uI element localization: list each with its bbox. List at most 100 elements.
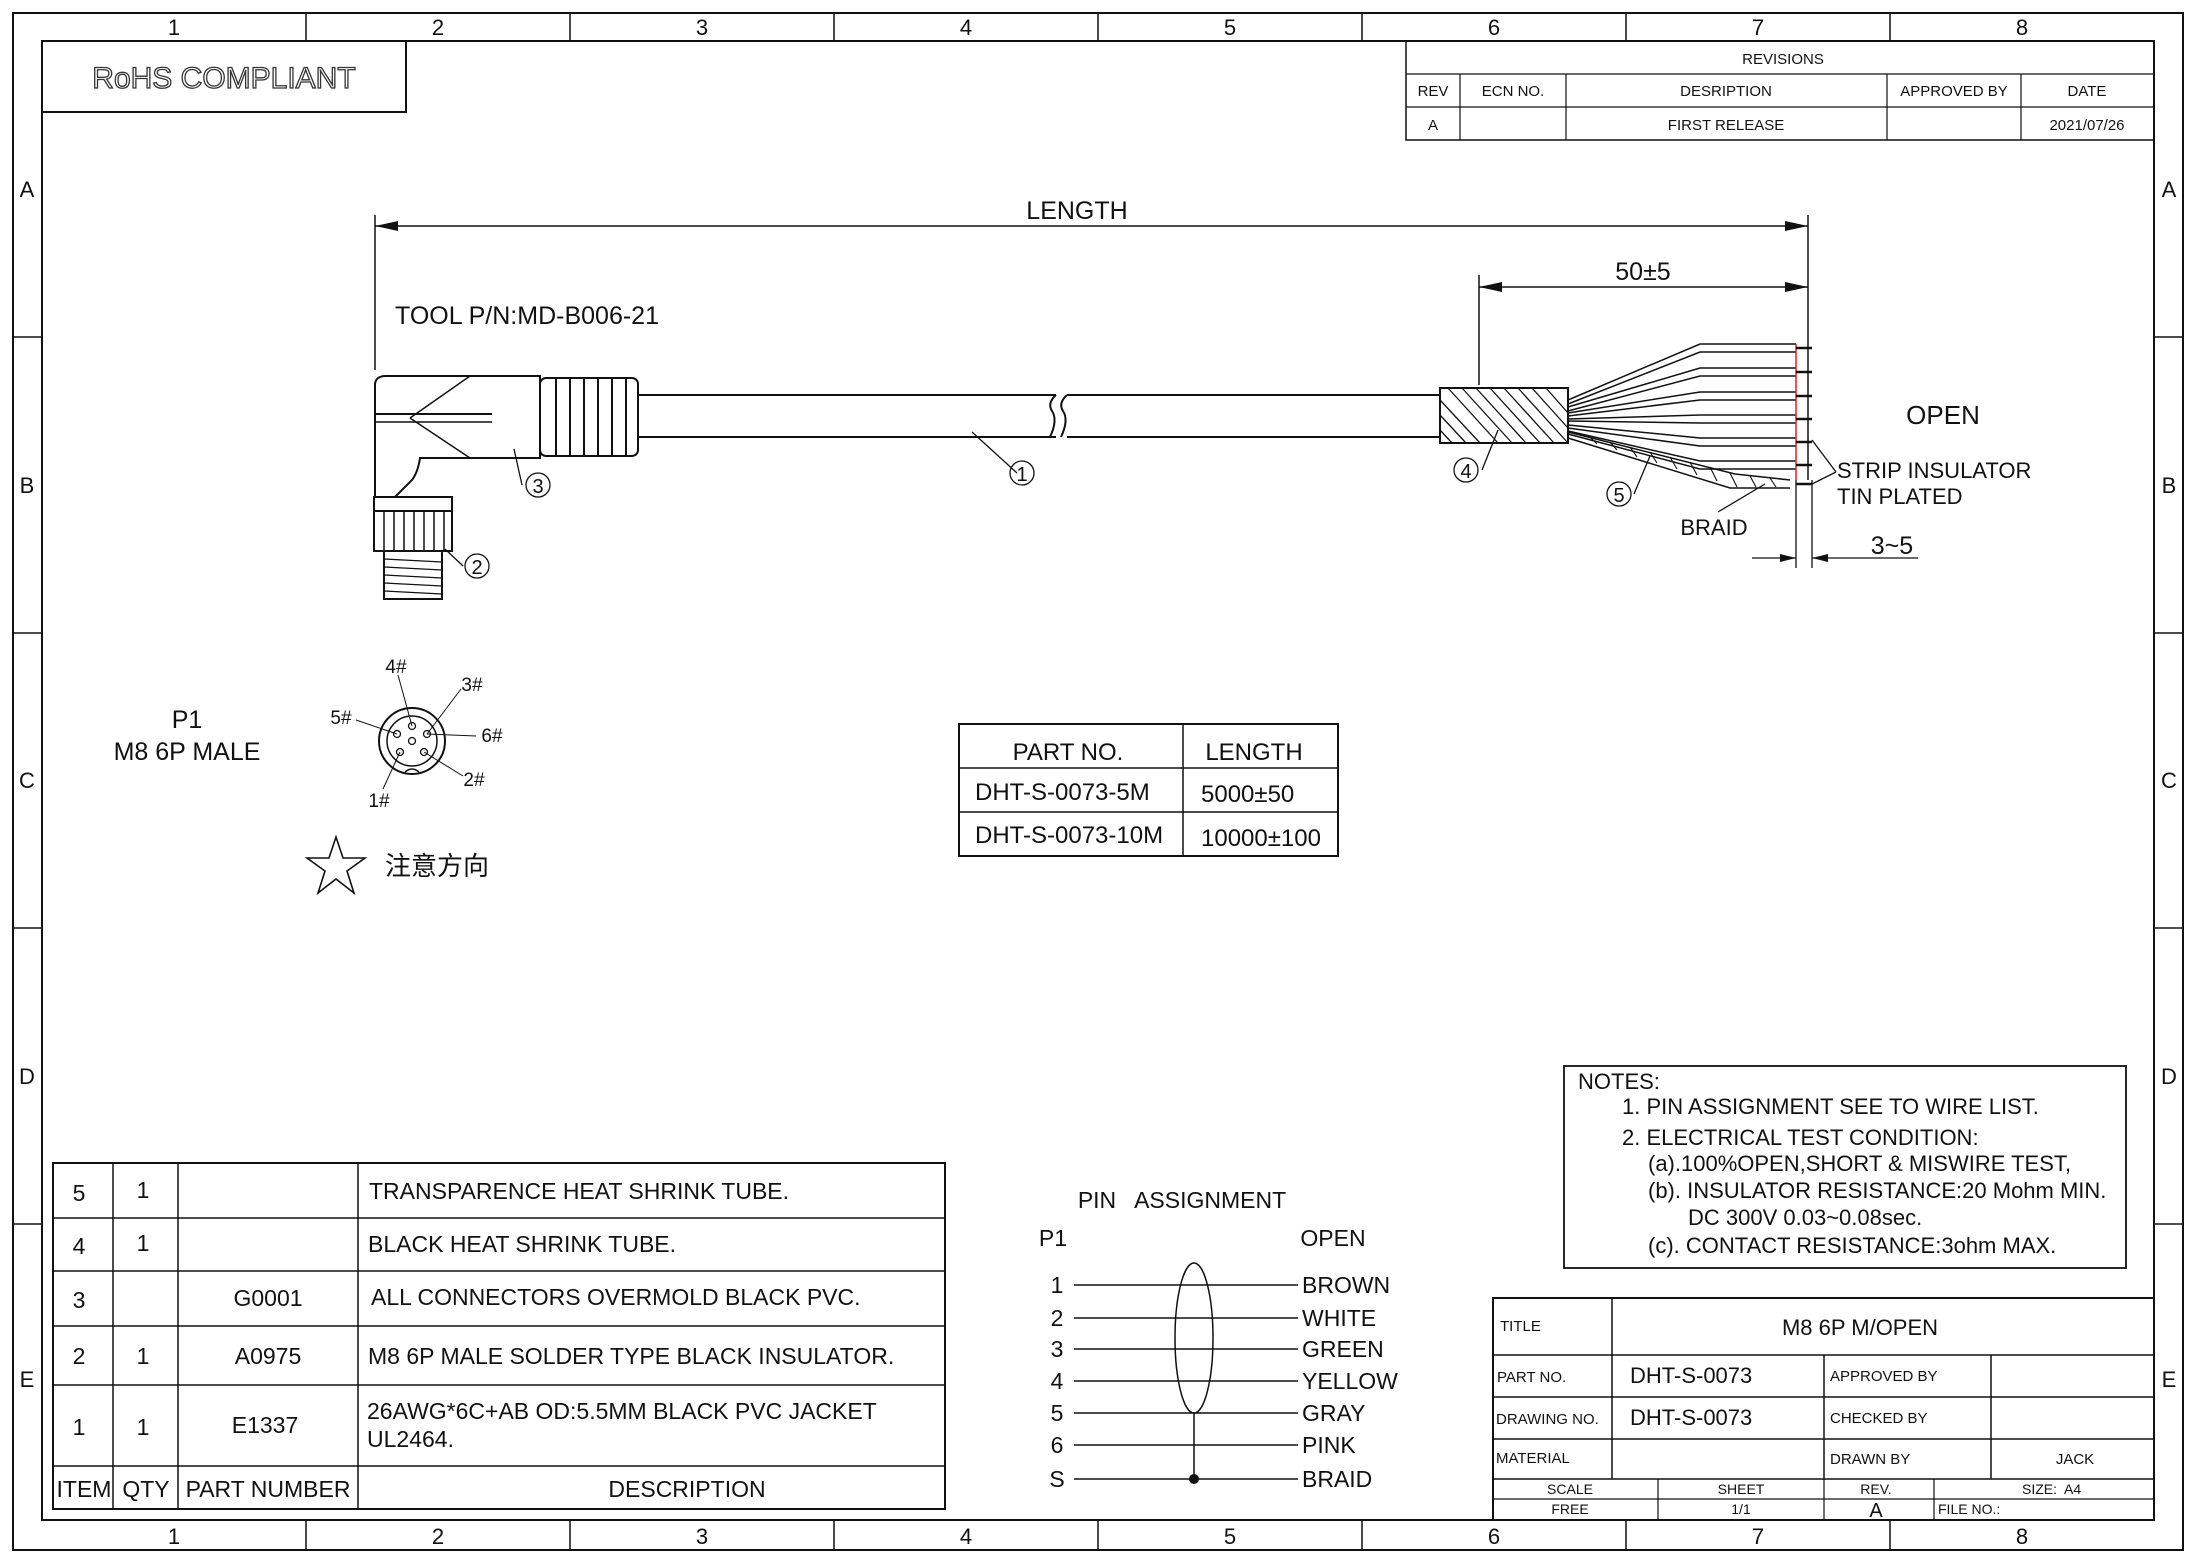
bom-header: QTY [122, 1476, 169, 1502]
tb-sheet: 1/1 [1731, 1501, 1751, 1517]
balloon-1: 1 [1016, 464, 1027, 486]
tool-part-number: TOOL P/N:MD-B006-21 [395, 302, 659, 330]
revisions-table: REVISIONS REV ECN NO. DESRIPTION APPROVE… [1405, 40, 2155, 141]
col-label: 4 [960, 15, 972, 40]
bom-header: DESCRIPTION [608, 1476, 765, 1502]
bom-qty: 1 [137, 1230, 150, 1256]
bom-header: PART NUMBER [186, 1476, 351, 1502]
bom-qty: 1 [137, 1414, 150, 1440]
tb-drawn-by-label: DRAWN BY [1830, 1451, 1910, 1468]
wire-color: PINK [1302, 1432, 1356, 1458]
bom-item: 4 [73, 1233, 86, 1259]
tin-plated-label: TIN PLATED [1837, 484, 1963, 509]
tb-sheet-label: SHEET [1718, 1481, 1765, 1497]
tb-file-no: FILE NO.: [1938, 1501, 2000, 1517]
col-label: 7 [1752, 15, 1764, 40]
bom-description: TRANSPARENCE HEAT SHRINK TUBE. [369, 1178, 789, 1204]
col-label: 4 [960, 1524, 972, 1549]
note-line: (b). INSULATOR RESISTANCE:20 Mohm MIN. [1648, 1178, 2106, 1203]
row-label: C [2161, 768, 2177, 793]
bom-item: 5 [73, 1180, 86, 1206]
wire-color: GREEN [1302, 1336, 1384, 1362]
note-line: 1. PIN ASSIGNMENT SEE TO WIRE LIST. [1622, 1094, 2039, 1119]
pin-number: 1 [1051, 1272, 1064, 1298]
col-label: 6 [1488, 15, 1500, 40]
balloon-3: 3 [532, 476, 543, 498]
rev-header: APPROVED BY [1900, 83, 2008, 100]
rohs-stamp: RoHS COMPLIANT [41, 40, 407, 113]
tb-scale-label: SCALE [1547, 1481, 1593, 1497]
col-label: 5 [1224, 15, 1236, 40]
tb-part-no-label: PART NO. [1497, 1369, 1566, 1386]
wire-color: YELLOW [1302, 1368, 1398, 1394]
rohs-text: RoHS COMPLIANT [92, 62, 355, 95]
wire-color: BROWN [1302, 1272, 1390, 1298]
row-label: A [2162, 177, 2177, 202]
tb-rev-label: REV. [1860, 1481, 1891, 1497]
wire-color: WHITE [1302, 1305, 1376, 1331]
length-table-header: PART NO. [1013, 739, 1124, 766]
bom-item: 1 [73, 1414, 86, 1440]
pin-number: 2 [1051, 1305, 1064, 1331]
notes-box: NOTES: 1. PIN ASSIGNMENT SEE TO WIRE LIS… [1563, 1065, 2127, 1269]
col-label: 2 [432, 15, 444, 40]
bom-description: M8 6P MALE SOLDER TYPE BLACK INSULATOR. [368, 1343, 894, 1369]
length-table-cell: DHT-S-0073-10M [975, 822, 1163, 849]
col-label: 3 [696, 1524, 708, 1549]
strip-dimension: 50±5 [1615, 258, 1670, 286]
bom-header: ITEM [57, 1476, 112, 1502]
bom-qty: 1 [137, 1343, 150, 1369]
bom-qty: 1 [137, 1177, 150, 1203]
length-table: PART NO. LENGTH DHT-S-0073-5M 5000±50 DH… [958, 723, 1339, 857]
tb-drawing-no: DHT-S-0073 [1630, 1405, 1752, 1430]
bom-item: 3 [73, 1287, 86, 1313]
pin-assignment-left-header: P1 [1039, 1225, 1067, 1251]
length-table-cell: 10000±100 [1201, 825, 1321, 852]
col-label: 8 [2016, 1524, 2028, 1549]
pin-number: 4 [1051, 1368, 1064, 1394]
bom-description: ALL CONNECTORS OVERMOLD BLACK PVC. [371, 1284, 861, 1310]
col-label: 1 [168, 15, 180, 40]
revisions-title: REVISIONS [1742, 51, 1824, 68]
length-label: LENGTH [1026, 197, 1127, 225]
pin-assignment: PIN ASSIGNMENT P1 OPEN 1 2 3 4 5 6 S BRO… [1039, 1187, 1398, 1492]
bom-part-number: A0975 [235, 1343, 302, 1369]
rev-header: ECN NO. [1482, 83, 1545, 100]
rev-header: DESRIPTION [1680, 83, 1772, 100]
open-label: OPEN [1906, 400, 1980, 430]
pin-assignment-right-header: OPEN [1300, 1225, 1365, 1251]
bom-item: 2 [73, 1343, 86, 1369]
pin-label-5: 5# [330, 708, 352, 729]
col-label: 7 [1752, 1524, 1764, 1549]
star-icon [304, 834, 368, 896]
connector-label-p1: P1 [172, 706, 203, 734]
braid-label: BRAID [1680, 515, 1747, 540]
tip-dimension: 3~5 [1871, 532, 1913, 560]
note-line: (c). CONTACT RESISTANCE:3ohm MAX. [1648, 1233, 2056, 1258]
balloon-4: 4 [1460, 461, 1471, 483]
note-line: DC 300V 0.03~0.08sec. [1688, 1205, 1922, 1230]
title-block: TITLE M8 6P M/OPEN PART NO. DHT-S-0073 A… [1492, 1297, 2155, 1522]
orientation-note: 注意方向 [385, 852, 489, 882]
rev-header: REV [1418, 83, 1449, 100]
notes-title: NOTES: [1578, 1069, 1660, 1094]
pin-number: 6 [1051, 1432, 1064, 1458]
bom-part-number: E1337 [232, 1412, 299, 1438]
tb-drawing-no-label: DRAWING NO. [1496, 1411, 1599, 1428]
row-label: C [19, 768, 35, 793]
row-label: B [20, 473, 35, 498]
pin-number: 5 [1051, 1400, 1064, 1426]
bom-description: BLACK HEAT SHRINK TUBE. [368, 1231, 676, 1257]
connector-label-type: M8 6P MALE [114, 738, 261, 766]
tb-title-label: TITLE [1500, 1318, 1541, 1335]
bom-table: 5 1 TRANSPARENCE HEAT SHRINK TUBE. 4 1 B… [52, 1162, 946, 1510]
rev-header: DATE [2068, 83, 2107, 100]
tb-approved-by-label: APPROVED BY [1830, 1368, 1938, 1385]
pin-number: S [1049, 1466, 1064, 1492]
tb-size: SIZE: A4 [2022, 1481, 2081, 1497]
bom-description: UL2464. [367, 1426, 454, 1452]
tb-title: M8 6P M/OPEN [1782, 1315, 1938, 1340]
length-table-cell: DHT-S-0073-5M [975, 779, 1150, 806]
length-table-header: LENGTH [1205, 739, 1302, 766]
